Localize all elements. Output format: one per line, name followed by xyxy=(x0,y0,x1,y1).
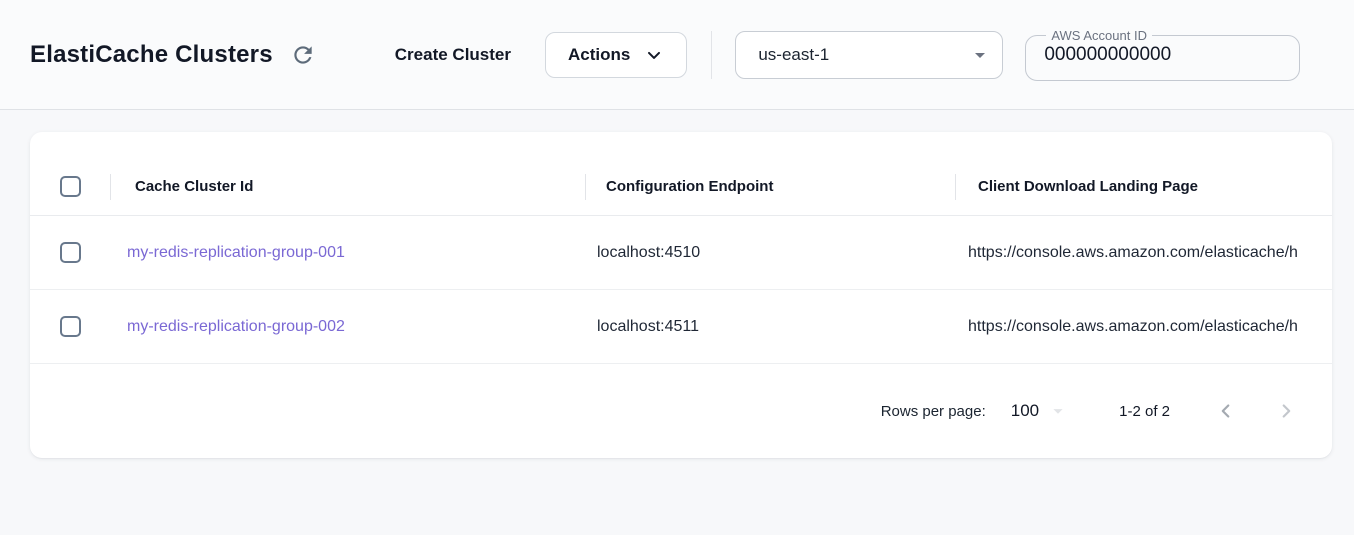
refresh-icon xyxy=(290,42,316,68)
page-title: ElastiCache Clusters xyxy=(30,40,273,68)
column-header-client-download-landing-page[interactable]: Client Download Landing Page xyxy=(955,158,1332,215)
configuration-endpoint-cell: localhost:4511 xyxy=(597,317,699,335)
landing-page-cell: https://console.aws.amazon.com/elasticac… xyxy=(968,317,1298,335)
page-header: ElastiCache Clusters Create Cluster Acti… xyxy=(0,0,1354,110)
arrow-dropdown-icon xyxy=(1047,400,1069,422)
region-select-value: us-east-1 xyxy=(758,44,830,64)
refresh-button[interactable] xyxy=(289,41,317,69)
row-checkbox[interactable] xyxy=(59,316,81,337)
cache-cluster-id-cell: my-redis-replication-group-002 xyxy=(110,318,585,336)
column-header-cache-cluster-id[interactable]: Cache Cluster Id xyxy=(110,158,585,215)
rows-per-page-select[interactable]: 100 xyxy=(1011,400,1069,422)
column-separator xyxy=(110,173,111,200)
column-header-label: Client Download Landing Page xyxy=(978,178,1199,195)
aws-account-id-field: AWS Account ID xyxy=(1025,27,1301,81)
select-all-checkbox[interactable] xyxy=(59,176,81,197)
table-pagination: Rows per page: 100 1-2 of 2 xyxy=(30,364,1332,458)
column-header-label: Cache Cluster Id xyxy=(135,178,254,195)
cache-cluster-id-cell: my-redis-replication-group-001 xyxy=(110,244,585,262)
column-header-label: Configuration Endpoint xyxy=(606,178,774,195)
table-header-row: Cache Cluster Id Configuration Endpoint … xyxy=(30,158,1332,216)
rows-per-page-label: Rows per page: xyxy=(880,402,986,420)
chevron-down-icon xyxy=(644,45,664,65)
chevron-right-icon xyxy=(1275,400,1297,422)
select-all-cell xyxy=(30,176,110,197)
chevron-left-icon xyxy=(1215,400,1237,422)
previous-page-button[interactable] xyxy=(1212,397,1240,425)
column-header-configuration-endpoint[interactable]: Configuration Endpoint xyxy=(585,158,955,215)
header-divider xyxy=(711,30,713,79)
aws-account-id-input[interactable] xyxy=(1040,41,1286,74)
arrow-dropdown-icon xyxy=(968,43,992,67)
aws-account-id-label: AWS Account ID xyxy=(1051,27,1147,43)
actions-button[interactable]: Actions xyxy=(545,31,688,78)
column-separator xyxy=(585,173,586,200)
landing-page-cell: https://console.aws.amazon.com/elasticac… xyxy=(968,243,1298,261)
table-row: my-redis-replication-group-002 localhost… xyxy=(30,290,1332,364)
row-checkbox[interactable] xyxy=(59,242,81,263)
column-separator xyxy=(955,173,956,200)
table-row: my-redis-replication-group-001 localhost… xyxy=(30,216,1332,290)
configuration-endpoint-cell: localhost:4510 xyxy=(597,243,701,261)
cluster-id-link[interactable]: my-redis-replication-group-001 xyxy=(127,243,345,261)
rows-per-page-value: 100 xyxy=(1010,401,1040,420)
row-checkbox-cell xyxy=(30,316,110,337)
actions-button-label: Actions xyxy=(568,44,631,64)
pagination-range: 1-2 of 2 xyxy=(1119,402,1170,420)
cluster-id-link[interactable]: my-redis-replication-group-002 xyxy=(127,317,345,335)
row-checkbox-cell xyxy=(30,242,110,263)
clusters-table-card: Cache Cluster Id Configuration Endpoint … xyxy=(30,132,1332,458)
create-cluster-button[interactable]: Create Cluster xyxy=(394,44,511,64)
region-select[interactable]: us-east-1 xyxy=(735,30,1004,79)
next-page-button[interactable] xyxy=(1272,397,1300,425)
